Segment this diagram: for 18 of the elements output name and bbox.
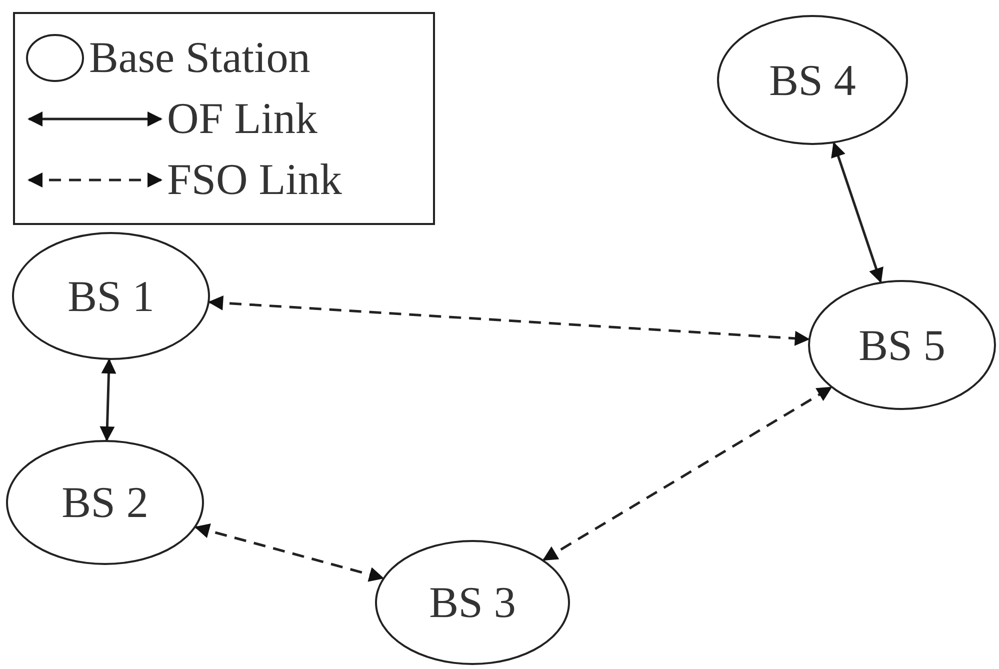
base-station-circle: [808, 280, 996, 410]
arrow: [831, 142, 884, 284]
legend-text: Base Station: [89, 32, 310, 83]
station-label: BS 2: [62, 477, 148, 528]
station-label: BS 1: [68, 270, 154, 322]
arrow: [100, 358, 116, 442]
dashed-arrow: [542, 386, 832, 561]
station-label: BS 5: [858, 320, 946, 370]
station-label: BS 4: [769, 54, 856, 106]
legend-text: FSO Link: [167, 154, 342, 205]
dashed-arrow: [194, 524, 384, 582]
base-station-circle: [6, 440, 204, 565]
base-station-circle: [717, 15, 908, 145]
station-label: BS 3: [429, 577, 516, 628]
base-station-circle: [12, 232, 210, 360]
legend-text: OF Link: [167, 93, 318, 144]
base-station-circle: [375, 540, 570, 665]
dashed-arrow: [208, 295, 810, 346]
